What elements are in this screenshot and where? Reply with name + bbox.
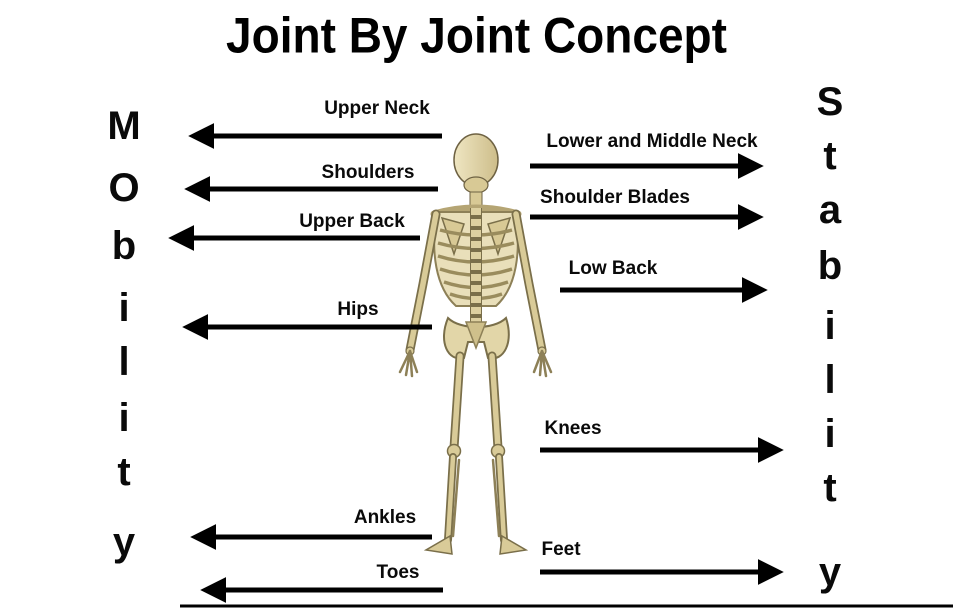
joint-label-feet: Feet [541, 539, 581, 560]
joint-label-upper-back: Upper Back [299, 211, 405, 232]
joint-label-toes: Toes [376, 562, 420, 583]
mobility-letter: l [118, 340, 130, 384]
page-title: Joint By Joint Concept [226, 7, 727, 64]
stability-letter: l [824, 358, 836, 402]
stability-letter: i [824, 304, 836, 348]
joint-label-upper-neck: Upper Neck [324, 98, 430, 119]
skeleton-foot-left [423, 534, 453, 555]
stability-letter: t [823, 134, 837, 178]
joint-label-knees: Knees [544, 418, 602, 439]
mobility-letter: i [118, 286, 130, 330]
mobility-letter: M [107, 104, 141, 148]
joint-label-ankles: Ankles [353, 507, 417, 528]
stability-letter: S [816, 80, 844, 124]
joint-label-low-back: Low Back [568, 258, 658, 279]
skeleton-leg-right [487, 351, 508, 544]
mobility-arrows [168, 123, 443, 603]
joint-label-hips: Hips [337, 299, 379, 320]
mobility-letter: b [111, 224, 137, 268]
skeleton-pelvis [443, 316, 510, 360]
mobility-letter: y [112, 520, 136, 564]
mobility-letter: t [117, 450, 131, 494]
skeleton-foot-right [499, 534, 529, 555]
stability-letter: a [818, 188, 842, 232]
skeleton-leg-left [444, 351, 465, 544]
skeleton-illustration [398, 133, 553, 555]
stability-letter: t [823, 466, 837, 510]
joint-label-shoulder-blades: Shoulder Blades [540, 187, 690, 208]
joint-label-shoulders: Shoulders [321, 162, 415, 183]
skeleton-arm-right [511, 209, 553, 378]
stability-letter: i [824, 412, 836, 456]
joint-label-lower-middle-neck: Lower and Middle Neck [546, 131, 758, 152]
stability-letter: b [817, 244, 843, 288]
stability-arrows [530, 153, 784, 585]
stability-letter: y [818, 550, 842, 594]
mobility-letter: i [118, 396, 130, 440]
skeleton-skull [453, 133, 499, 209]
mobility-letter: O [108, 166, 140, 210]
